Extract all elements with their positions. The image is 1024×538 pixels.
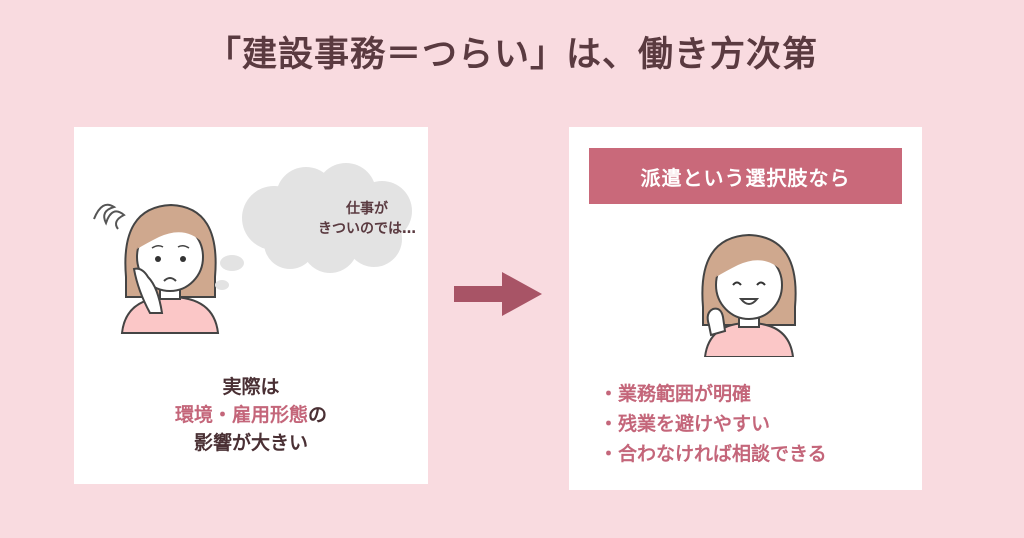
- left-panel-worried: 仕事が きついのでは… 実際は 環境・雇用形態の 影響が大きい: [74, 127, 428, 484]
- right-arrow-icon: [454, 272, 542, 316]
- worried-woman-illustration: [93, 203, 244, 334]
- caption-highlight: 環境・雇用形態: [174, 404, 308, 426]
- benefit-item: 業務範囲が明確: [599, 379, 827, 409]
- thought-line-1: 仕事が: [346, 201, 388, 217]
- page-title: 「建設事務＝つらい」は、働き方次第: [205, 35, 818, 75]
- thought-bubble-text: 仕事が きついのでは…: [302, 199, 432, 239]
- left-caption: 実際は 環境・雇用形態の 影響が大きい: [74, 373, 428, 457]
- happy-woman-illustration: [701, 233, 797, 357]
- right-panel-dispatch: 派遣という選択肢なら 業務範囲が明確 残業を避けやすい 合わなければ相談できる: [569, 127, 922, 490]
- dispatch-banner: 派遣という選択肢なら: [589, 148, 902, 204]
- thought-bubble: [242, 163, 412, 273]
- caption-suffix: の: [308, 404, 328, 426]
- benefit-item: 残業を避けやすい: [599, 409, 827, 439]
- thought-line-2: きついのでは…: [318, 221, 416, 237]
- benefit-item: 合わなければ相談できる: [599, 439, 827, 469]
- benefits-list: 業務範囲が明確 残業を避けやすい 合わなければ相談できる: [599, 379, 827, 469]
- caption-line-3: 影響が大きい: [193, 432, 308, 454]
- caption-line-1: 実際は: [222, 376, 280, 398]
- caption-line-2: 環境・雇用形態の: [74, 401, 428, 429]
